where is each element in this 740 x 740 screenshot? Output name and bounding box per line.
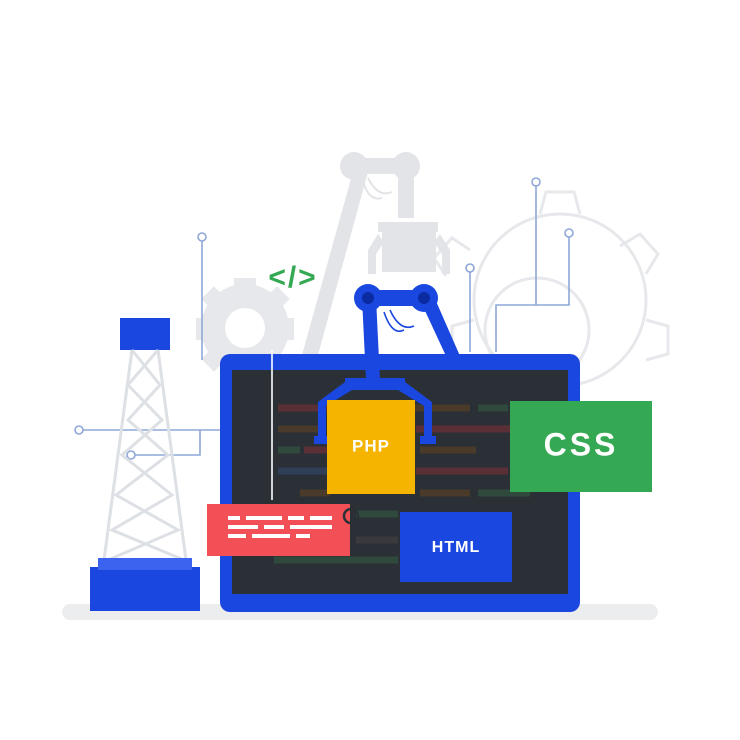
tower-base: [90, 567, 200, 611]
magnifier-icon: [342, 507, 367, 532]
html-card: [400, 512, 512, 582]
search-card: [207, 504, 350, 556]
code-tag-icon: </>: [268, 261, 317, 294]
code-lines: [274, 404, 530, 564]
html-label: HTML: [432, 539, 480, 556]
css-card: [510, 401, 652, 492]
css-label: CSS: [544, 426, 619, 462]
circuit-lines: [83, 186, 570, 456]
php-label: PHP: [352, 436, 390, 455]
php-card: [327, 400, 415, 494]
tower-top-block: [120, 318, 170, 350]
tower-icon: [90, 318, 200, 611]
large-gear-icon: [432, 190, 670, 388]
crane-claw-icon: [314, 284, 460, 444]
robot-arm-icon: [302, 152, 450, 355]
circuit-nodes: [74, 177, 574, 460]
